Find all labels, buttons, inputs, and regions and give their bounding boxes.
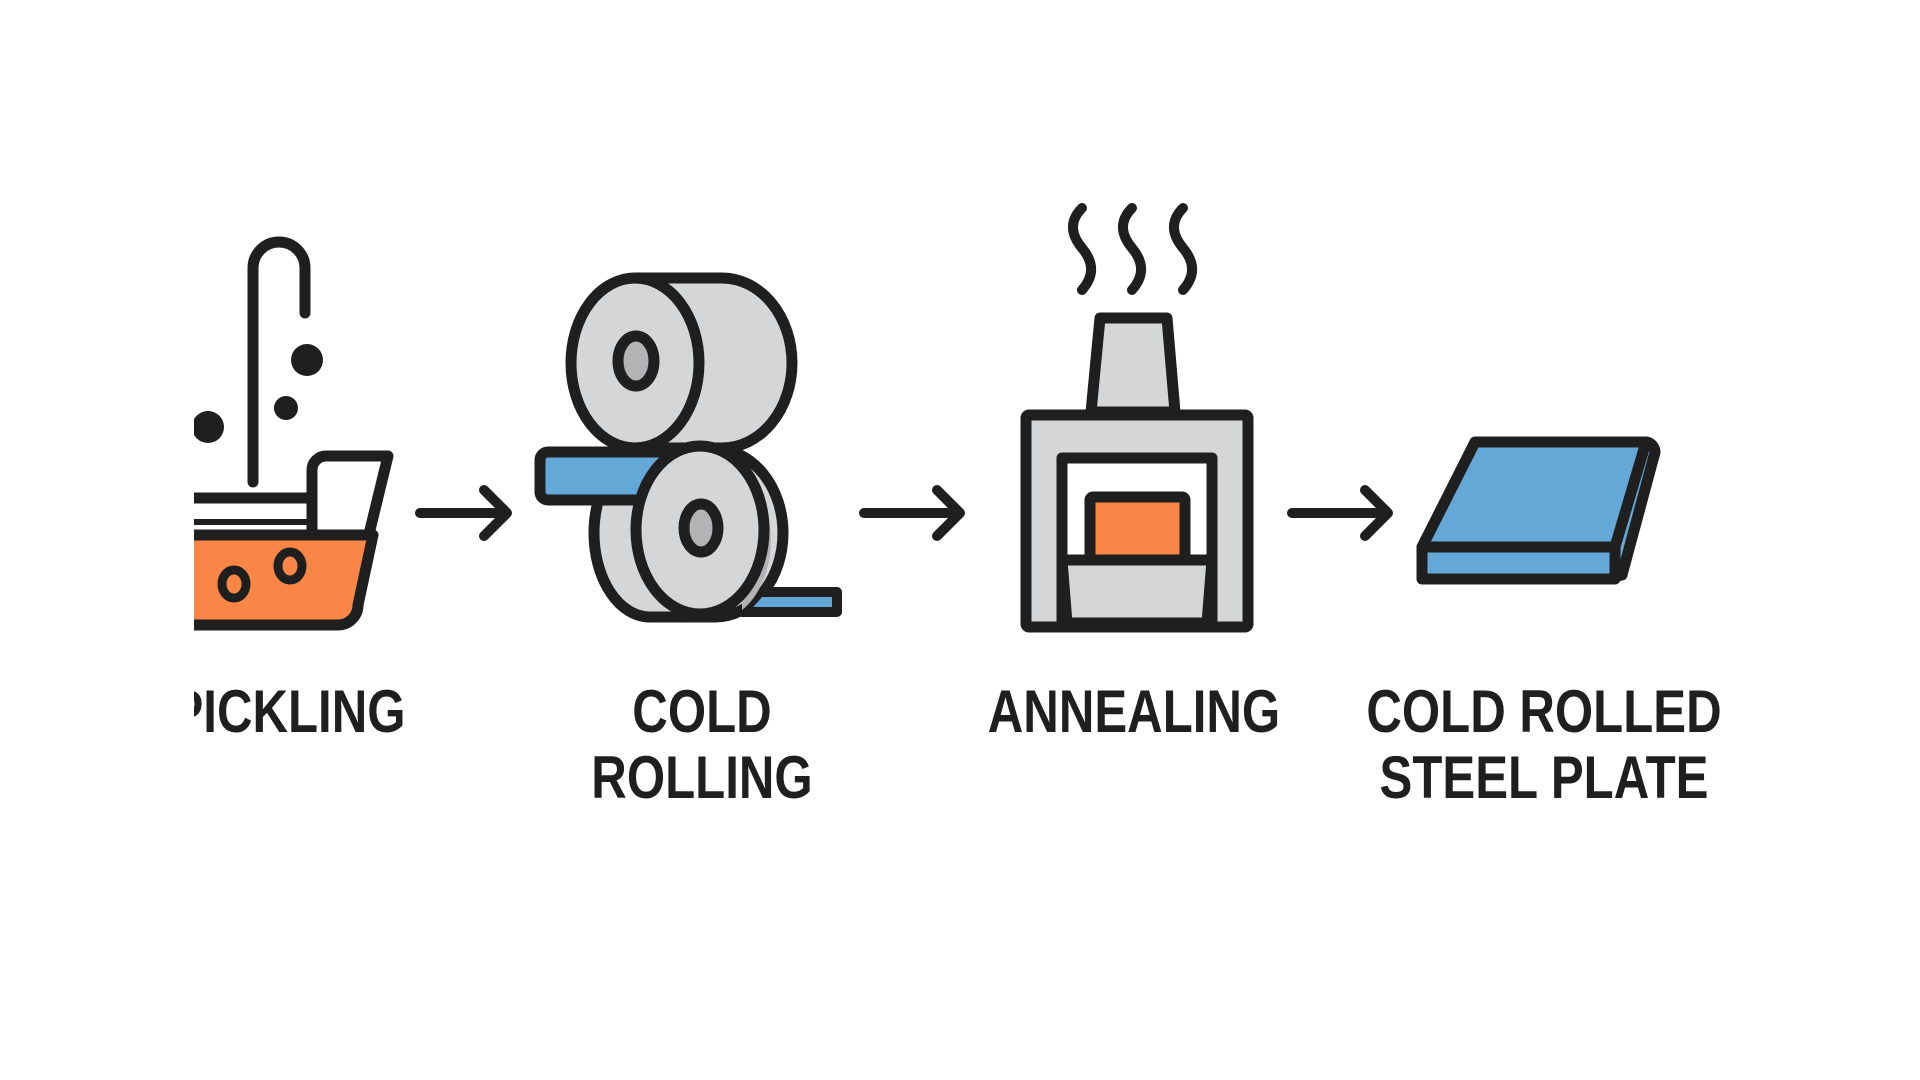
step-cold-rolling: COLD ROLLING xyxy=(534,272,842,811)
steel-plate-icon xyxy=(1416,436,1661,585)
steam-icon xyxy=(1068,203,1197,295)
label-product-line2: STEEL PLATE xyxy=(1380,743,1709,811)
arrow-right-icon xyxy=(415,485,512,541)
step-product: COLD ROLLED STEEL PLATE xyxy=(1366,436,1722,811)
arrow-right-icon xyxy=(1287,485,1393,541)
label-pickling: PICKLING xyxy=(170,677,405,745)
label-cold-rolling-line2: ROLLING xyxy=(591,743,812,811)
label-cold-rolling-line1: COLD xyxy=(632,677,771,745)
label-product-line1: COLD ROLLED xyxy=(1366,677,1721,745)
arrow-right-icon xyxy=(859,485,965,541)
pickling-tank-icon xyxy=(194,236,394,631)
label-annealing: ANNEALING xyxy=(988,677,1280,745)
rolling-mill-icon xyxy=(534,272,842,623)
annealing-furnace-icon xyxy=(1020,203,1254,633)
step-pickling: PICKLING xyxy=(170,236,406,745)
step-annealing: ANNEALING xyxy=(988,203,1280,745)
